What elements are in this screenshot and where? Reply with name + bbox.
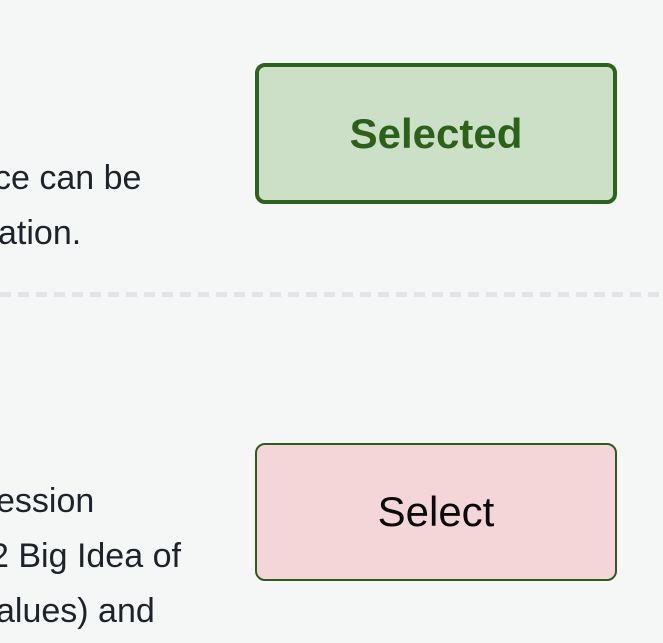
text-line: ession [0, 482, 95, 520]
text-line: ation. [0, 214, 82, 252]
dashed-divider [0, 292, 663, 297]
text-line: alues) and [0, 592, 155, 630]
select-button[interactable]: Select [255, 443, 617, 581]
text-line: ce can be [0, 159, 142, 197]
selected-button[interactable]: Selected [255, 63, 617, 204]
text-line: 2 Big Idea of [0, 537, 181, 575]
